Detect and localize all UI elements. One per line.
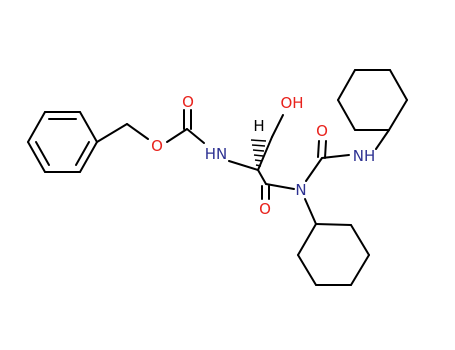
atom-carbamate-nh: HN [205, 145, 228, 163]
bond-ch2-oh [271, 114, 284, 138]
atom-hydroxyl: OH [280, 94, 303, 112]
bond-urea-co-2 [324, 140, 327, 159]
atom-labels: O O HN OH H O N O NH [151, 93, 375, 218]
bond-n-cyclohexyl [304, 198, 317, 225]
bonds [27, 69, 408, 286]
atom-alpha-h: H [253, 117, 264, 135]
benzene-ring [27, 111, 98, 173]
atom-carbamate-carbonyl-o: O [182, 93, 194, 111]
atom-urea-nh: NH [353, 147, 376, 165]
bond-carbonyl-c-nh [186, 128, 205, 144]
bond-o-carbonyl-c [166, 128, 188, 143]
bond-alpha-ch2 [257, 136, 273, 171]
bond-nh-alpha [228, 160, 259, 171]
bond-ring-ch2 [96, 123, 128, 143]
atom-amide-o: O [259, 200, 271, 218]
stereo-hash-bond [250, 139, 267, 167]
bond-nh-cyclohexyl [375, 129, 390, 150]
bond-urea-co-1 [317, 140, 320, 158]
atom-urea-o: O [316, 122, 328, 140]
bond-n-urea-c [305, 157, 323, 182]
bond-urea-c-nh [321, 154, 350, 159]
atom-amide-n: N [295, 181, 306, 199]
bond-ch2-o [126, 123, 149, 140]
atom-ester-o: O [151, 137, 163, 155]
bond-amide-c-n [265, 183, 295, 190]
cyclohexane-ring-upper [337, 69, 408, 131]
bond-alpha-amide-c [257, 169, 267, 185]
cyclohexane-ring-lower [297, 223, 370, 286]
